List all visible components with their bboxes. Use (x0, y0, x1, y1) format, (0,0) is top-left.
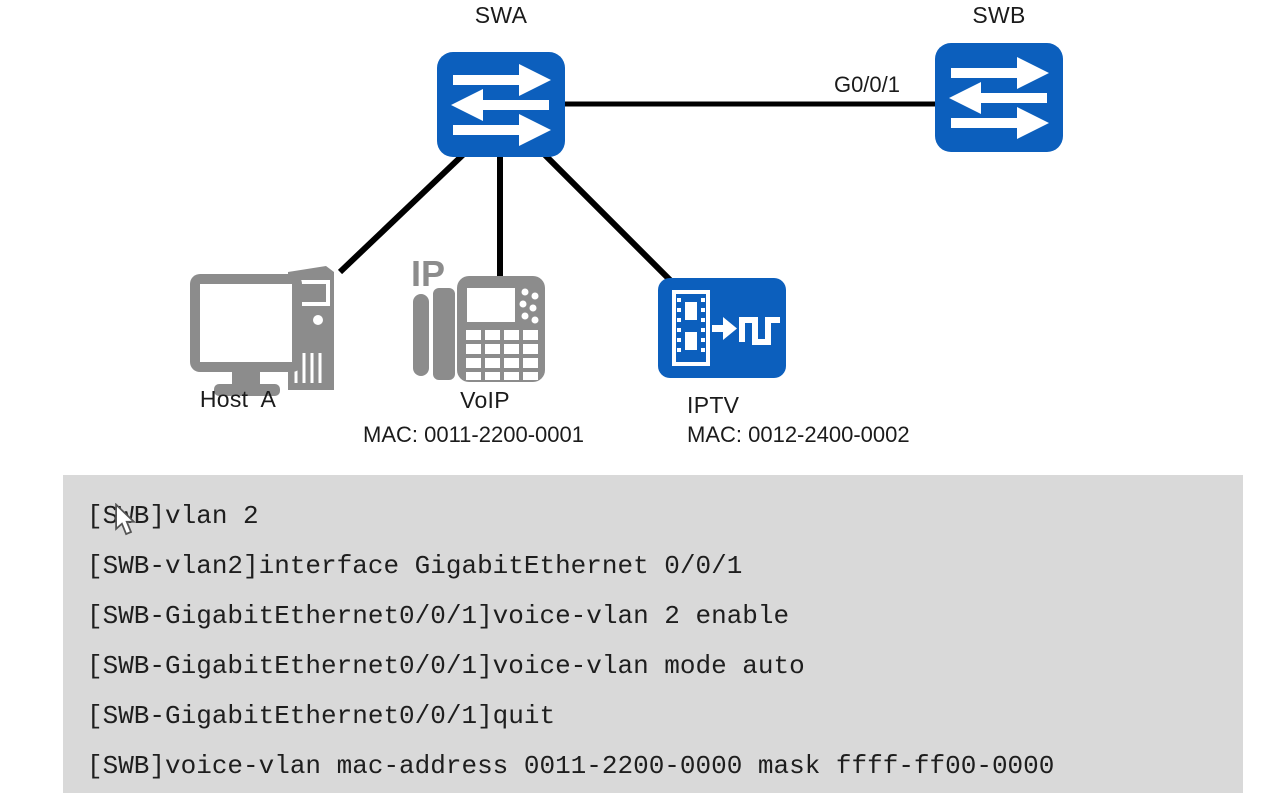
voip-label: VoIP (460, 387, 510, 413)
link-swa-iptv (537, 147, 685, 295)
voip-mac-label: MAC: 0011-2200-0001 (363, 422, 584, 447)
iptv-mac-label: MAC: 0012-2400-0002 (687, 422, 910, 447)
swb-label: SWB (972, 2, 1026, 28)
desktop-computer-icon[interactable] (188, 258, 340, 400)
cli-line: [SWB-vlan2]interface GigabitEthernet 0/0… (87, 551, 743, 581)
ip-phone-icon[interactable]: IP (403, 250, 545, 386)
lan-switch-icon[interactable] (935, 43, 1063, 152)
cli-line: [SWB-GigabitEthernet0/0/1]quit (87, 701, 556, 731)
cli-line: [SWB]vlan 2 (87, 501, 259, 531)
link-port-label: G0/0/1 (833, 72, 900, 97)
cli-line: [SWB-GigabitEthernet0/0/1]voice-vlan mod… (87, 651, 805, 681)
cli-console[interactable]: [SWB]vlan 2 [SWB-vlan2]interface Gigabit… (63, 475, 1243, 793)
swa-label: SWA (474, 2, 528, 28)
iptv-media-icon[interactable] (658, 278, 786, 378)
cli-line: [SWB-GigabitEthernet0/0/1]voice-vlan 2 e… (87, 601, 790, 631)
iptv-label: IPTV (687, 392, 740, 418)
host-label: Host A (199, 386, 277, 412)
svg-text:IP: IP (411, 253, 445, 294)
cli-line: [SWB]voice-vlan mac-address 0011-2200-00… (87, 751, 1055, 781)
lan-switch-icon[interactable] (437, 52, 565, 157)
topology-links (337, 101, 935, 295)
link-swa-host (337, 147, 471, 275)
